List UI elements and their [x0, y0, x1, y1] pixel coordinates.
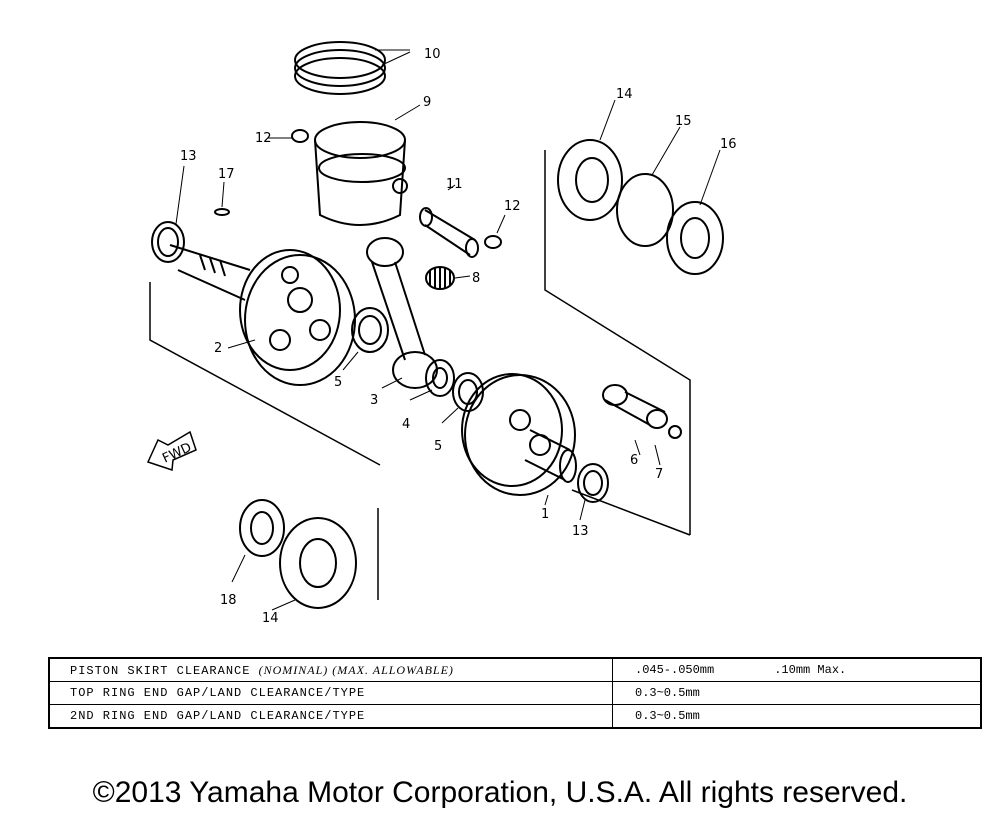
value-max: .10mm Max. [774, 663, 847, 677]
circlip-bottom [484, 235, 502, 249]
row-note: (NOMINAL) (MAX. ALLOWABLE) [258, 662, 454, 677]
callout-9: 9 [423, 95, 431, 110]
washer-left [151, 221, 185, 263]
crank-web-right [461, 373, 577, 496]
callout-14-bottom: 14 [262, 611, 279, 626]
value-nominal: .045-.050mm [635, 663, 715, 677]
callout-12-bottom: 12 [504, 199, 521, 214]
callout-16: 16 [720, 137, 737, 152]
row-label-text: PISTON SKIRT CLEARANCE [70, 663, 251, 678]
spec-label: PISTON SKIRT CLEARANCE (NOMINAL) (MAX. A… [48, 657, 613, 682]
bearing-left [279, 517, 357, 609]
washer-right [577, 463, 609, 503]
woodruff-key [214, 208, 230, 216]
callout-5-a: 5 [334, 375, 342, 390]
piston [314, 121, 408, 226]
dowel-pin [668, 425, 682, 439]
spec-value: .045-.050mm .10mm Max. [612, 657, 982, 682]
callout-5-b: 5 [434, 439, 442, 454]
circlip-top [291, 129, 309, 143]
oil-seal-right [666, 201, 724, 275]
callout-6: 6 [630, 453, 638, 468]
circlip-15 [616, 173, 674, 247]
piston-rings [294, 41, 386, 95]
callout-2: 2 [214, 341, 222, 356]
callout-13-right: 13 [572, 524, 589, 539]
spec-label: 2ND RING END GAP/LAND CLEARANCE/TYPE [48, 704, 613, 729]
callout-13-left: 13 [180, 149, 197, 164]
bearing-right [557, 139, 623, 221]
oil-seal-left [239, 499, 285, 557]
crank-pin [602, 384, 668, 429]
callout-8: 8 [472, 271, 480, 286]
copyright-notice: ©2013 Yamaha Motor Corporation, U.S.A. A… [92, 776, 908, 809]
specification-table: PISTON SKIRT CLEARANCE (NOMINAL) (MAX. A… [48, 657, 982, 729]
crank-web-left [239, 249, 356, 386]
forward-arrow [146, 430, 197, 472]
callout-1: 1 [541, 507, 549, 522]
small-end-bearing [425, 266, 455, 290]
connecting-rod [366, 237, 438, 389]
callout-4: 4 [402, 417, 410, 432]
callout-7: 7 [655, 467, 663, 482]
callout-11: 11 [446, 177, 463, 192]
thrust-washer-5a [351, 307, 389, 353]
callout-12-top: 12 [255, 131, 272, 146]
callout-14-top: 14 [616, 87, 633, 102]
spec-value: 0.3~0.5mm [612, 681, 982, 705]
callout-10: 10 [424, 47, 441, 62]
spec-value: 0.3~0.5mm [612, 704, 982, 729]
callout-15: 15 [675, 114, 692, 129]
table-row: 2ND RING END GAP/LAND CLEARANCE/TYPE 0.3… [48, 704, 982, 729]
callout-3: 3 [370, 393, 378, 408]
callout-17: 17 [218, 167, 235, 182]
big-end-bearing [425, 359, 455, 397]
table-row: PISTON SKIRT CLEARANCE (NOMINAL) (MAX. A… [48, 657, 982, 682]
spec-label: TOP RING END GAP/LAND CLEARANCE/TYPE [48, 681, 613, 705]
callout-18: 18 [220, 593, 237, 608]
exploded-parts-diagram: 10 9 12 11 12 13 17 14 15 16 8 2 5 3 4 5… [146, 41, 737, 626]
piston-pin [419, 207, 479, 258]
table-row: TOP RING END GAP/LAND CLEARANCE/TYPE 0.3… [48, 681, 982, 705]
